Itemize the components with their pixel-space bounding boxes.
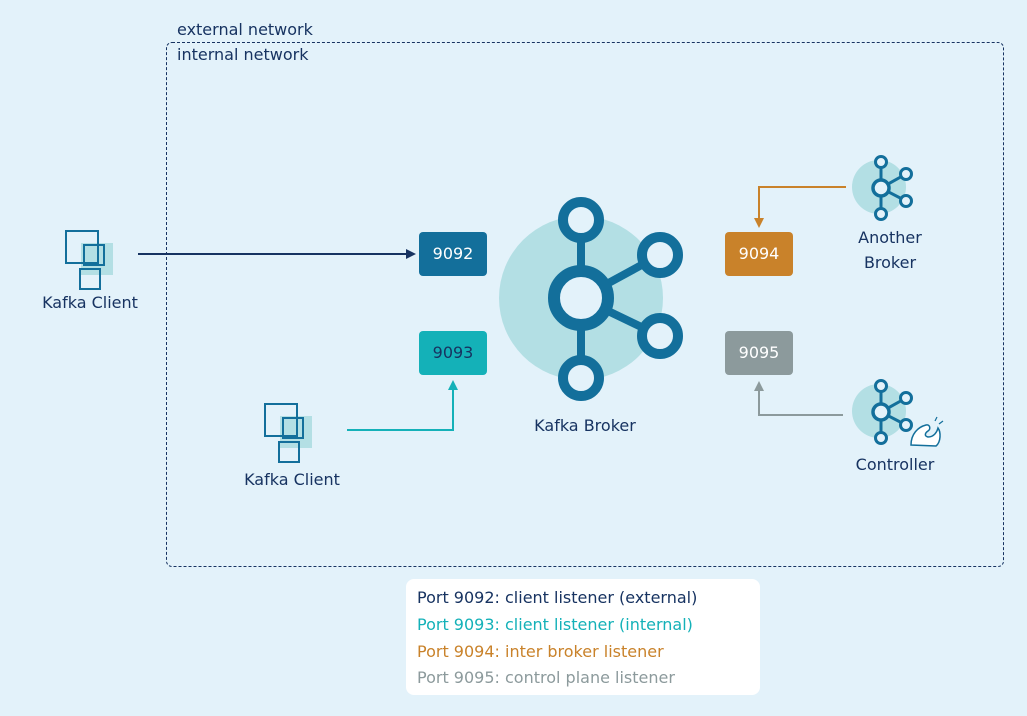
internal-network-boundary [166,42,1004,567]
port-9095-badge: 9095 [725,331,793,375]
external-network-label: external network [177,20,313,39]
flexed-arm-icon [910,424,941,447]
arrow-another-broker-to-9094 [754,186,846,228]
legend-9092: Port 9092: client listener (external) [417,588,698,607]
legend-9094: Port 9094: inter broker listener [417,642,664,661]
another-broker-label-line1: Another [858,228,922,247]
legend-9093: Port 9093: client listener (internal) [417,615,693,634]
arrow-controller-to-9095 [754,381,843,416]
port-9094-badge: 9094 [725,232,793,276]
kafka-client-icon [264,403,312,463]
port-legend: Port 9092: client listener (external) Po… [406,579,760,695]
port-9092-badge: 9092 [419,232,487,276]
port-9093-badge: 9093 [419,331,487,375]
kafka-broker-label: Kafka Broker [534,416,636,435]
kafka-broker-icon [499,197,683,401]
another-broker-label-line2: Broker [863,253,917,272]
internal-network-label: internal network [177,45,309,64]
kafka-client-internal-label: Kafka Client [244,470,340,489]
arrow-internal-client-to-9093 [347,380,458,431]
legend-9095: Port 9095: control plane listener [417,668,675,687]
controller-label: Controller [855,455,935,474]
kafka-client-external-label: Kafka Client [42,293,138,312]
kafka-client-icon [65,230,113,290]
kafka-broker-icon [852,155,913,221]
kafka-controller-icon [852,379,944,447]
